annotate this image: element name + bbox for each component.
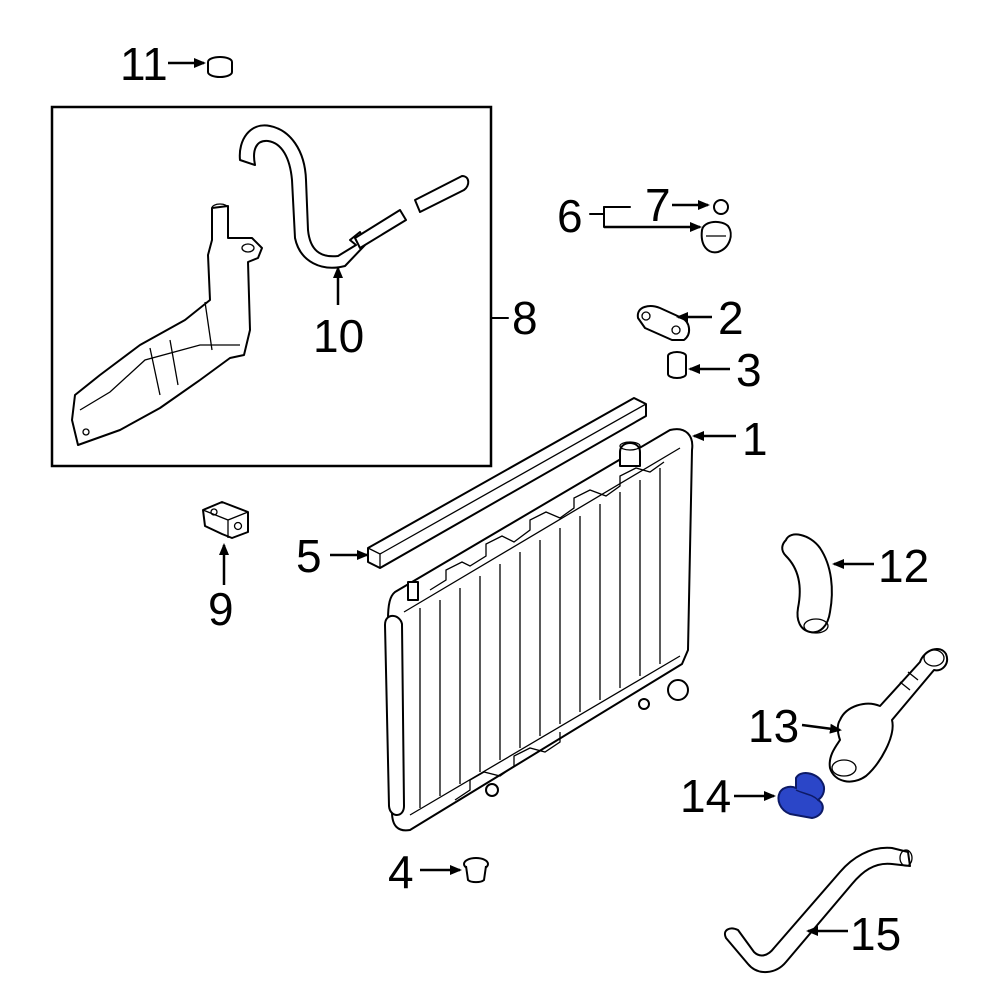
part-12-upper-hose[interactable] — [781, 533, 833, 634]
part-3-grommet[interactable] — [667, 351, 687, 379]
callout-3-label: 3 — [736, 344, 762, 396]
part-10-reservoir-hose[interactable] — [238, 124, 470, 269]
callout-9: 9 — [208, 543, 234, 635]
part-7-clip[interactable] — [713, 199, 729, 215]
callout-8: 8 — [490, 292, 538, 344]
callout-10-label: 10 — [313, 310, 364, 362]
part-15-lower-hose[interactable] — [724, 846, 913, 973]
callout-4-label: 4 — [388, 846, 414, 898]
callout-2-label: 2 — [718, 292, 744, 344]
part-14-hose-highlighted[interactable] — [777, 772, 826, 819]
callout-15: 15 — [806, 908, 901, 960]
callout-6-label: 6 — [557, 190, 583, 242]
callout-12-label: 12 — [878, 540, 929, 592]
assembly-8-frame — [50, 105, 493, 468]
callout-8-label: 8 — [512, 292, 538, 344]
callout-1: 1 — [692, 413, 768, 465]
callout-14-label: 14 — [680, 770, 731, 822]
callout-11-label: 11 — [120, 38, 168, 90]
part-5-seal-strip[interactable] — [367, 397, 647, 569]
callout-1-label: 1 — [742, 413, 768, 465]
coolant-reservoir-tank[interactable] — [71, 203, 263, 446]
part-1-radiator[interactable] — [384, 428, 694, 832]
callout-14: 14 — [680, 770, 776, 822]
callout-3: 3 — [688, 344, 762, 396]
part-4-drain-plug[interactable] — [463, 857, 489, 884]
callout-2: 2 — [676, 292, 744, 344]
callout-11: 11 — [120, 38, 206, 90]
callout-7-label: 7 — [645, 179, 671, 231]
callout-10: 10 — [313, 266, 364, 362]
callout-15-label: 15 — [850, 908, 901, 960]
part-11-cap[interactable] — [207, 56, 233, 78]
callout-12: 12 — [832, 540, 929, 592]
callout-6: 6 — [557, 190, 702, 242]
part-2-bracket[interactable] — [636, 305, 690, 341]
part-13-water-pipe[interactable] — [828, 647, 948, 783]
callout-13: 13 — [748, 700, 842, 752]
callout-13-label: 13 — [748, 700, 799, 752]
callout-5-label: 5 — [296, 530, 322, 582]
callout-4: 4 — [388, 846, 462, 898]
callout-9-label: 9 — [208, 583, 234, 635]
part-6-mount[interactable] — [700, 220, 732, 254]
callout-7: 7 — [645, 179, 710, 231]
callout-5: 5 — [296, 530, 369, 582]
part-9-bracket[interactable] — [202, 501, 249, 539]
